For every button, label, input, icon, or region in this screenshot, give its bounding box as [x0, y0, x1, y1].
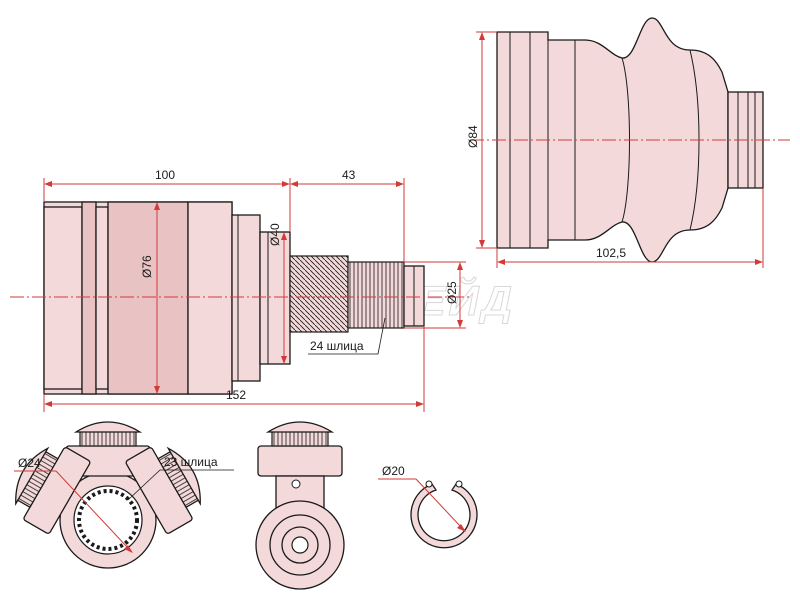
tripod-bore-dimension: Ø24: [14, 456, 133, 553]
shaft-splines-label: 24 шлица: [310, 339, 364, 353]
circlip-view: [410, 480, 478, 549]
ring-diameter-label: Ø20: [382, 464, 405, 478]
ring-diameter-dimension: Ø20: [378, 464, 466, 532]
tripod-view: [15, 421, 201, 569]
shaft-splines: [347, 261, 405, 329]
total-length-dimension: 152: [43, 326, 425, 412]
shaft-splines-callout: 24 шлица: [308, 317, 386, 355]
boot-diameter-dimension: Ø84: [466, 31, 497, 249]
boot-length-dimension: 102,5: [496, 188, 764, 268]
shaft-helix: [289, 255, 349, 333]
boot-length-label: 102,5: [596, 246, 626, 260]
shaft-diameter-dimension: Ø25: [404, 261, 466, 329]
neck-diameter-dimension: Ø40: [268, 223, 287, 364]
spline-length-label: 43: [342, 168, 356, 182]
neck-diameter-label: Ø40: [268, 223, 282, 246]
shaft-diameter-label: Ø25: [445, 281, 459, 304]
body-diameter-label: Ø76: [140, 255, 154, 278]
body-length-dimension: 100: [43, 168, 291, 232]
spline-length-dimension: 43: [290, 168, 405, 262]
tripod-bore-label: Ø24: [18, 456, 41, 470]
tripod-side-view: [255, 421, 345, 590]
housing-neck: [231, 214, 261, 382]
total-length-label: 152: [226, 388, 246, 402]
boot-diameter-label: Ø84: [466, 125, 480, 148]
tripod-splines-callout: 23 шлица: [127, 455, 234, 501]
tripod-splines-label: 23 шлица: [164, 455, 218, 469]
housing-view: [43, 201, 425, 395]
body-diameter-dimension: Ø76: [140, 202, 160, 394]
body-length-label: 100: [155, 168, 175, 182]
